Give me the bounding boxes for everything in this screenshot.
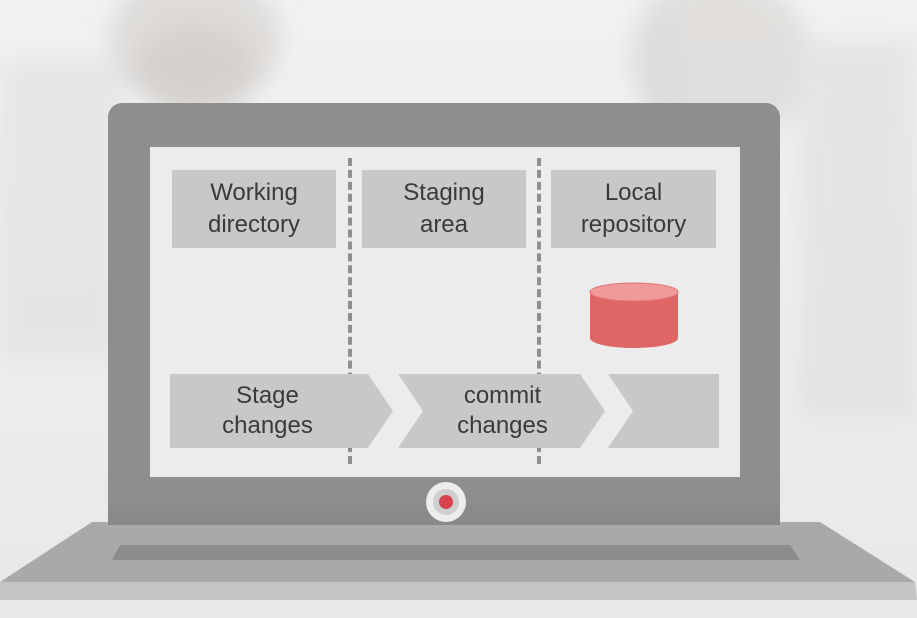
stage-label-line: directory [207,211,301,238]
flow-arrow-commit [398,374,605,448]
stage-label-line: repository [580,211,687,238]
laptop-base [0,522,917,600]
flow-label-stage-changes: Stage changes [190,381,345,441]
stage-box-staging-area: Staging area [362,170,526,248]
flow-label-commit-changes: commit changes [425,381,580,441]
flow-arrow-end [608,374,719,448]
flow-label-line: commit [463,382,542,409]
stage-box-local-repository: Local repository [551,170,716,248]
column-divider [348,158,352,464]
flow-arrow-stage [170,374,393,448]
flow-label-line: changes [457,412,548,439]
column-divider [537,158,541,464]
stage-label-line: Local [604,179,663,206]
stage-label-line: Staging [403,179,485,206]
flow-label-line: Stage [236,382,299,409]
database-cylinder-icon [589,282,679,348]
stage-box-working-directory: Working directory [172,170,336,248]
stage-label-line: area [419,211,469,238]
stage-label-line: Working [210,179,298,206]
flow-label-line: changes [222,412,313,439]
webcam-icon [426,482,466,522]
